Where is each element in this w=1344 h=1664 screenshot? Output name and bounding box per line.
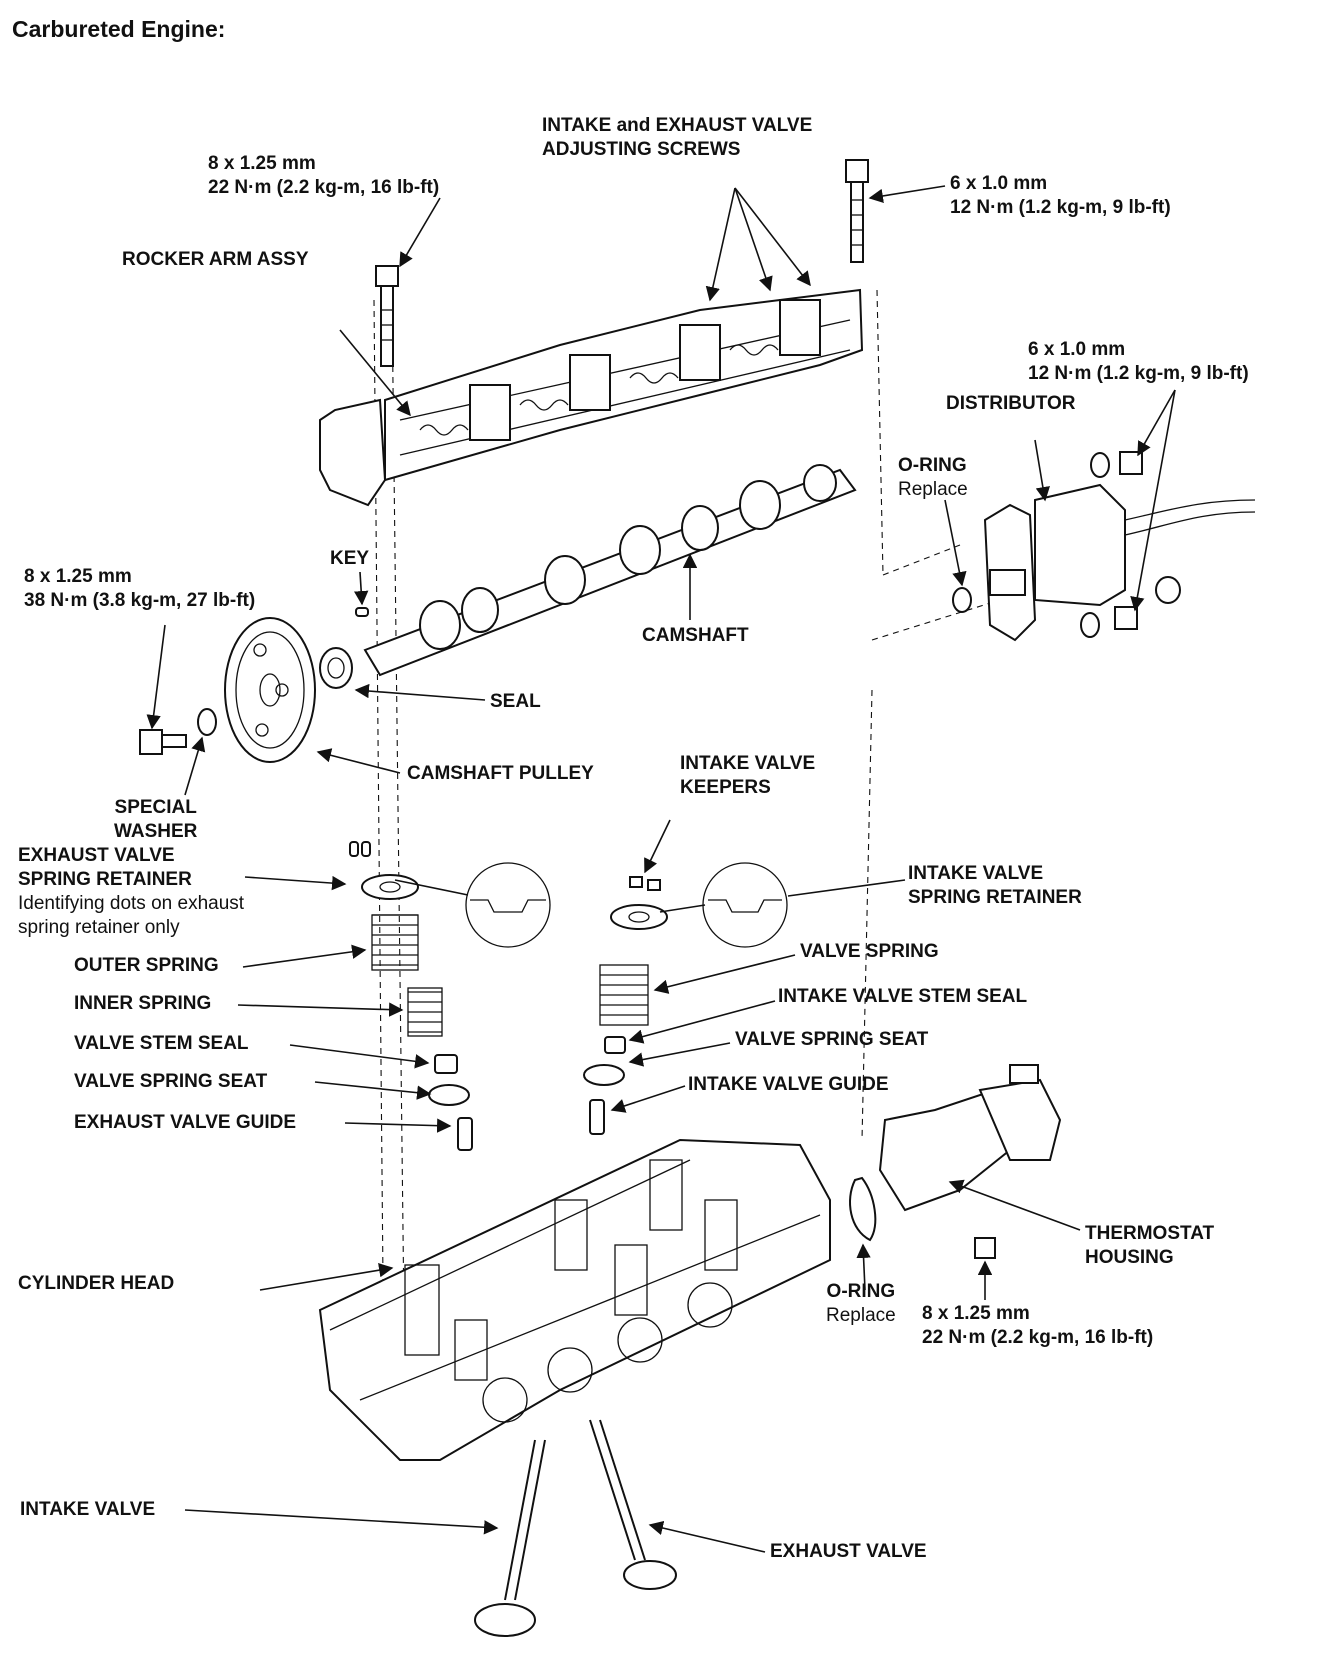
pulley-bolt: [139, 729, 187, 755]
label-exhaust-valve: EXHAUST VALVE: [770, 1541, 927, 1562]
label-line: 22 N·m (2.2 kg-m, 16 lb-ft): [922, 1327, 1154, 1348]
rocker-bolt: [375, 265, 399, 367]
label-line: WASHER: [114, 821, 198, 842]
label-line: INTAKE VALVE: [680, 753, 816, 774]
label-distributor: DISTRIBUTOR: [946, 393, 1076, 414]
label-valve-stem-seal: VALVE STEM SEAL: [74, 1033, 249, 1054]
label-line: HOUSING: [1085, 1247, 1174, 1268]
label-line: O-RING: [898, 455, 967, 476]
top-bolt: [845, 159, 869, 263]
rocker-arm-assembly: [319, 288, 864, 507]
label-line: KEEPERS: [680, 777, 771, 798]
cylinder-head-part: [318, 1138, 831, 1461]
intake-valve-part: [474, 1439, 546, 1637]
label-line: SPRING RETAINER: [908, 887, 1082, 908]
label-oring-top: O-RING Replace: [898, 454, 968, 502]
label-line: THERMOSTAT: [1085, 1223, 1215, 1244]
label-line: INTAKE and EXHAUST VALVE: [542, 115, 813, 136]
label-exhaust-retainer: EXHAUST VALVE SPRING RETAINER Identifyin…: [18, 844, 244, 940]
dist-washers: [1080, 451, 1181, 638]
thermostat-housing-part: [878, 1064, 1062, 1212]
label-key: KEY: [330, 548, 370, 569]
label-intake-valve-guide: INTAKE VALVE GUIDE: [688, 1074, 889, 1095]
camshaft: [363, 464, 857, 677]
label-intake-valve: INTAKE VALVE: [20, 1499, 156, 1520]
label-valve-spring-seat-left: VALVE SPRING SEAT: [74, 1071, 268, 1092]
label-camshaft: CAMSHAFT: [642, 625, 749, 646]
exhaust-retainer-detail: [465, 862, 551, 948]
label-intake-stem-seal: INTAKE VALVE STEM SEAL: [778, 986, 1028, 1007]
label-valve-spring-seat-right: VALVE SPRING SEAT: [735, 1029, 929, 1050]
label-housing-bolt-spec: 8 x 1.25 mm 22 N·m (2.2 kg-m, 16 lb-ft): [922, 1302, 1153, 1350]
label-dist-bolt-spec: 6 x 1.0 mm 12 N·m (1.2 kg-m, 9 lb-ft): [1028, 338, 1249, 386]
oring-top-part: [952, 587, 972, 613]
label-line: INTAKE VALVE: [908, 863, 1044, 884]
label-valve-spring: VALVE SPRING: [800, 941, 939, 962]
label-line: SPECIAL: [114, 797, 197, 818]
label-note: Identifying dots on exhaust: [18, 893, 245, 914]
label-line: 8 x 1.25 mm: [24, 566, 132, 587]
label-line: 8 x 1.25 mm: [208, 153, 316, 174]
label-note: Replace: [898, 479, 968, 500]
label-cylinder-head: CYLINDER HEAD: [18, 1273, 175, 1294]
label-camshaft-pulley: CAMSHAFT PULLEY: [407, 763, 594, 784]
label-intake-retainer: INTAKE VALVE SPRING RETAINER: [908, 862, 1082, 910]
label-outer-spring: OUTER SPRING: [74, 955, 219, 976]
label-note: Replace: [826, 1305, 896, 1326]
label-special-washer: SPECIAL WASHER: [114, 796, 197, 844]
label-line: 8 x 1.25 mm: [922, 1303, 1030, 1324]
label-thermostat-housing: THERMOSTAT HOUSING: [1085, 1222, 1214, 1270]
label-intake-keepers: INTAKE VALVE KEEPERS: [680, 752, 815, 800]
label-line: SPRING RETAINER: [18, 869, 192, 890]
label-line: 38 N·m (3.8 kg-m, 27 lb-ft): [24, 590, 256, 611]
label-line: O-RING: [826, 1281, 896, 1302]
key-part: [355, 607, 369, 617]
seal-part: [319, 647, 353, 689]
distributor-part: [983, 483, 1256, 642]
housing-bolt: [974, 1237, 996, 1259]
label-exhaust-valve-guide: EXHAUST VALVE GUIDE: [74, 1112, 297, 1133]
label-line: 6 x 1.0 mm: [1028, 339, 1126, 360]
label-line: EXHAUST VALVE: [18, 845, 175, 866]
label-inner-spring: INNER SPRING: [74, 993, 212, 1014]
label-seal: SEAL: [490, 691, 541, 712]
page-title: Carbureted Engine:: [12, 16, 226, 42]
label-rocker-arm-assy: ROCKER ARM ASSY: [122, 249, 309, 270]
exhaust-valve-part: [589, 1419, 677, 1590]
intake-valve-stack: [583, 876, 668, 1135]
label-line: 22 N·m (2.2 kg-m, 16 lb-ft): [208, 177, 440, 198]
camshaft-pulley: [224, 617, 316, 763]
label-adjusting-screws: INTAKE and EXHAUST VALVE ADJUSTING SCREW…: [542, 114, 812, 162]
intake-retainer-detail: [702, 862, 788, 948]
label-line: 12 N·m (1.2 kg-m, 9 lb-ft): [1028, 363, 1249, 384]
label-pulley-bolt-spec: 8 x 1.25 mm 38 N·m (3.8 kg-m, 27 lb-ft): [24, 565, 255, 613]
exhaust-valve-stack: [349, 841, 473, 1151]
special-washer-part: [197, 708, 217, 736]
oring-bottom-part: [849, 1176, 877, 1242]
label-top-bolt-spec: 6 x 1.0 mm 12 N·m (1.2 kg-m, 9 lb-ft): [950, 172, 1171, 220]
label-line: 12 N·m (1.2 kg-m, 9 lb-ft): [950, 197, 1171, 218]
label-note: spring retainer only: [18, 917, 180, 938]
leader-lines: [146, 185, 1176, 1553]
label-line: 6 x 1.0 mm: [950, 173, 1048, 194]
label-oring-bottom: O-RING Replace: [826, 1280, 896, 1328]
label-rocker-bolt-spec: 8 x 1.25 mm 22 N·m (2.2 kg-m, 16 lb-ft): [208, 152, 439, 200]
label-line: ADJUSTING SCREWS: [542, 139, 741, 160]
